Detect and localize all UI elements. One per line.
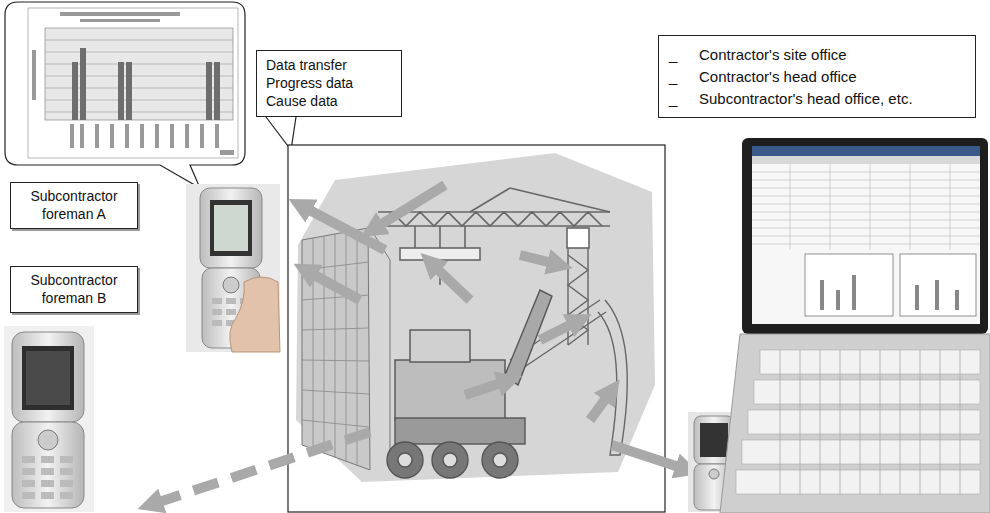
node-text: Cause data — [266, 92, 392, 110]
node-text: Data transfer — [266, 56, 392, 74]
node-text: Subcontractor's head office, etc. — [699, 88, 913, 110]
node-text: Subcontractor foreman A — [17, 188, 131, 223]
transfer-callout-box: Data transferProgress dataCause data — [256, 50, 402, 117]
office-list-box: _Contractor's site office_Contractor's h… — [658, 35, 976, 118]
bullet-mark: _ — [669, 44, 699, 66]
bullet-mark: _ — [669, 88, 699, 110]
site-illustration — [150, 145, 688, 512]
laptop-and-phone — [688, 138, 990, 513]
node-text: Contractor's site office — [699, 44, 847, 66]
foreman-label: Subcontractor foreman B — [10, 266, 138, 313]
node-text: Subcontractor foreman B — [17, 272, 131, 307]
phone-a — [186, 184, 280, 352]
bullet-mark: _ — [669, 66, 699, 88]
node-text: Contractor's head office — [699, 66, 857, 88]
foreman-label: Subcontractor foreman A — [10, 182, 138, 229]
list-row: _Contractor's site office — [669, 44, 965, 66]
chart-bubble — [5, 2, 245, 188]
list-row: _Subcontractor's head office, etc. — [669, 88, 965, 110]
phone-b — [4, 326, 94, 512]
list-row: _Contractor's head office — [669, 66, 965, 88]
node-text: Progress data — [266, 74, 392, 92]
